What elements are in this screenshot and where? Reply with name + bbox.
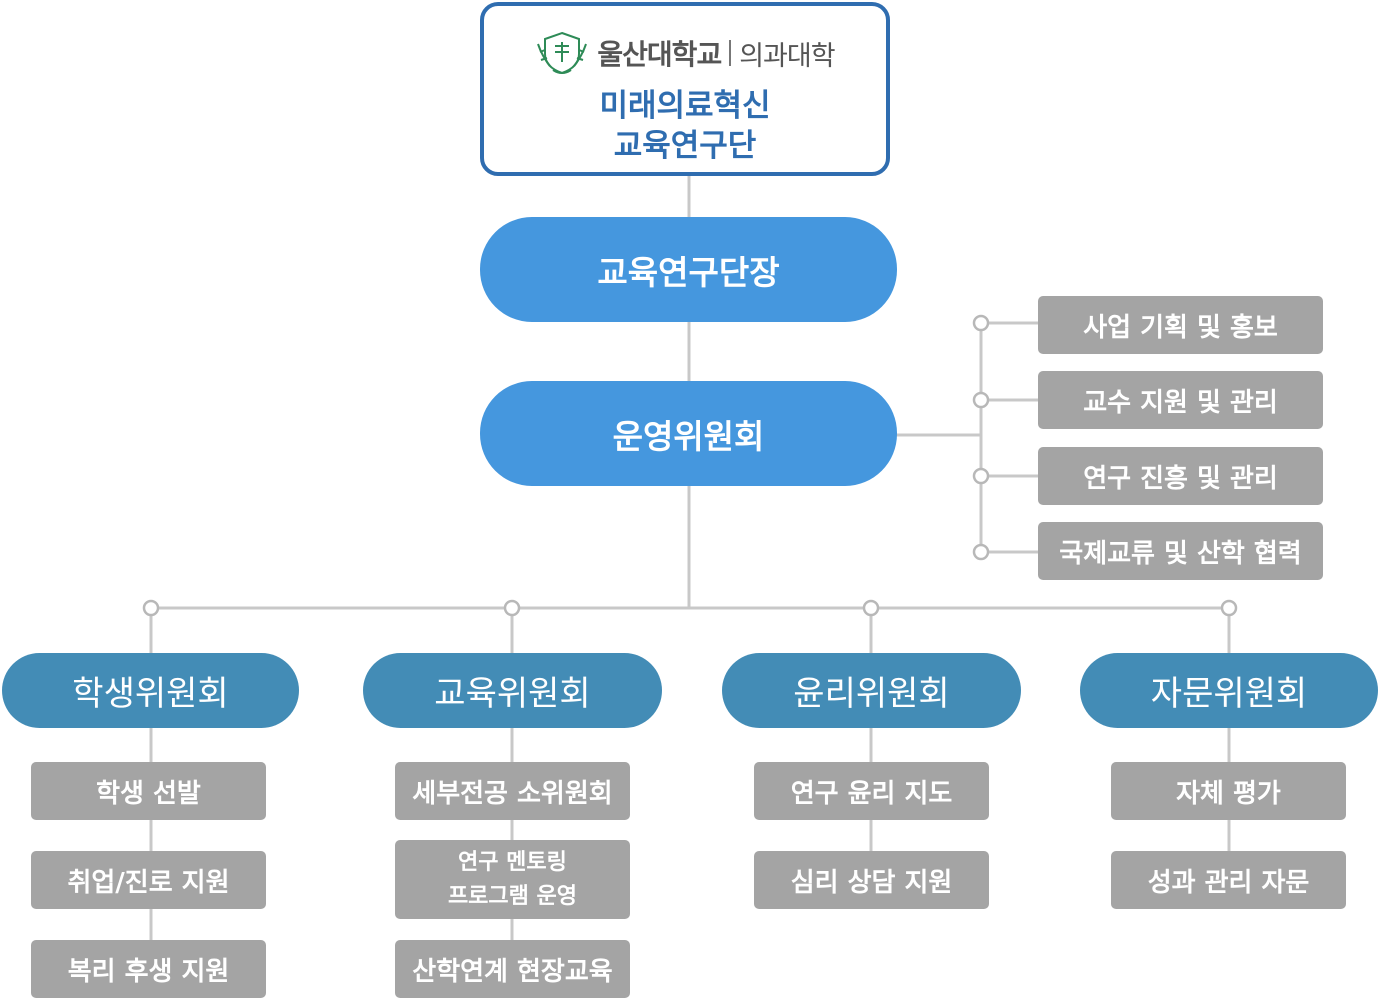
logo-separator xyxy=(729,40,732,66)
committee-item: 심리 상담 지원 xyxy=(754,851,989,909)
connector-node xyxy=(972,467,990,485)
committee-student: 학생위원회 xyxy=(2,653,299,728)
function-box: 연구 진흥 및 관리 xyxy=(1038,447,1323,505)
committee-ethics: 윤리위원회 xyxy=(722,653,1021,728)
committee-item: 세부전공 소위원회 xyxy=(395,762,630,820)
connector-node xyxy=(972,391,990,409)
committee-item: 성과 관리 자문 xyxy=(1111,851,1346,909)
org-title-line2: 교육연구단 xyxy=(613,128,757,164)
operating-committee-node: 운영위원회 xyxy=(480,381,897,486)
university-logo: 울산대학교 의과대학 xyxy=(484,28,886,78)
function-box: 교수 지원 및 관리 xyxy=(1038,371,1323,429)
director-node: 교육연구단장 xyxy=(480,217,897,322)
connector-node xyxy=(972,314,990,332)
committee-item: 학생 선발 xyxy=(31,762,266,820)
connector-node xyxy=(503,599,521,617)
org-title: 미래의료혁신 교육연구단 xyxy=(484,86,886,166)
function-box: 국제교류 및 산학 협력 xyxy=(1038,522,1323,580)
committee-item: 산학연계 현장교육 xyxy=(395,940,630,998)
connector-node xyxy=(972,543,990,561)
university-name: 울산대학교 xyxy=(597,38,722,71)
connector-node xyxy=(142,599,160,617)
committee-advisory: 자문위원회 xyxy=(1080,653,1378,728)
connector-node xyxy=(862,599,880,617)
committee-item: 연구 윤리 지도 xyxy=(754,762,989,820)
committee-item: 복리 후생 지원 xyxy=(31,940,266,998)
function-box: 사업 기획 및 홍보 xyxy=(1038,296,1323,354)
committee-item: 취업/진로 지원 xyxy=(31,851,266,909)
committee-item: 자체 평가 xyxy=(1111,762,1346,820)
org-title-line1: 미래의료혁신 xyxy=(599,88,771,124)
org-header-box: 울산대학교 의과대학 미래의료혁신 교육연구단 xyxy=(480,2,890,176)
connector-node xyxy=(1220,599,1238,617)
college-name: 의과대학 xyxy=(739,40,835,72)
committee-education: 교육위원회 xyxy=(363,653,662,728)
committee-item: 연구 멘토링 프로그램 운영 xyxy=(395,840,630,919)
university-emblem-icon xyxy=(537,31,588,75)
